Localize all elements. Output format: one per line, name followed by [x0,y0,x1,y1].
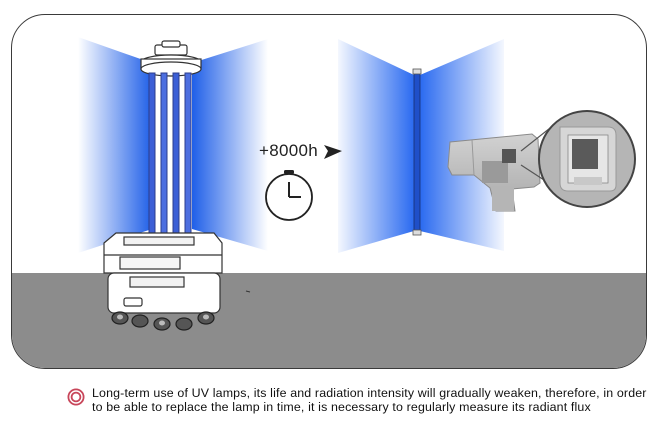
uv-lamp-illustration [12,37,646,368]
arrow-right-icon [324,145,342,159]
floor [12,273,646,368]
duration-label: +8000h [259,141,319,160]
bullet-ring-icon [67,388,85,406]
caption-text: Long-term use of UV lamps, its life and … [92,386,647,414]
magnifier-icon [538,110,636,208]
clock-icon [265,170,313,221]
uv-light-beam-right [338,39,504,253]
illustration-panel: +8000h [11,14,647,369]
caption: Long-term use of UV lamps, its life and … [66,386,656,414]
uv-meter-gun-icon [447,133,541,212]
uv-disinfection-robot-icon [103,40,223,331]
uv-light-beam-left [78,37,268,253]
